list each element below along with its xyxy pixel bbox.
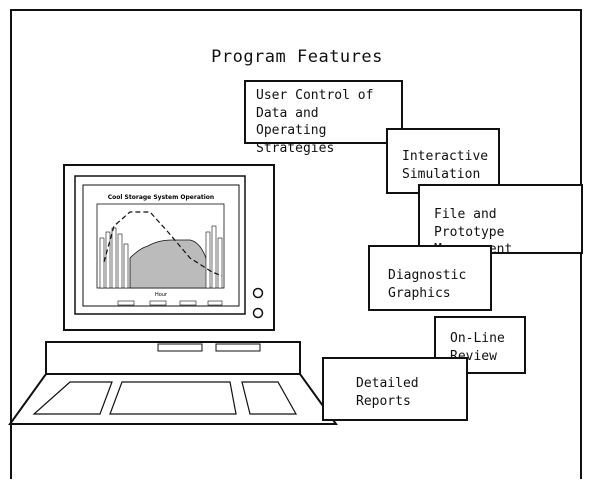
monitor-knob	[252, 307, 264, 319]
feature-box-detailed-reports: Detailed Reports	[322, 357, 468, 421]
feature-label: Detailed Reports	[356, 376, 419, 409]
figure-title: Program Features	[211, 47, 383, 67]
drive-slot	[215, 343, 261, 352]
feature-box-online-review: On-Line Review	[434, 316, 526, 374]
screen-chart-xlabel: Hour	[155, 292, 168, 298]
feature-box-diagnostic-graphics: Diagnostic Graphics	[368, 245, 492, 311]
feature-label: Interactive Simulation	[402, 149, 489, 182]
screen-chart-legend	[117, 300, 223, 306]
feature-box-file-prototype: File and Prototype Management	[418, 184, 583, 257]
keyboard-left-keys	[32, 381, 113, 415]
feature-box-interactive-simulation: Interactive Simulation	[386, 128, 500, 194]
feature-box-user-control: User Control of Data and Operating Strat…	[244, 80, 403, 156]
feature-label: Diagnostic Graphics	[388, 268, 467, 301]
keyboard-right-keys	[241, 381, 298, 415]
screen-chart-bars	[99, 225, 223, 289]
screen-chart-title: Cool Storage System Operation	[108, 194, 214, 201]
monitor-knob	[252, 287, 264, 299]
screen-chart-line	[103, 211, 223, 277]
drive-slot	[157, 343, 203, 352]
screen-chart-area	[129, 239, 211, 289]
keyboard-main-keys	[109, 381, 237, 415]
feature-label: User Control of Data and Operating Strat…	[256, 88, 374, 156]
